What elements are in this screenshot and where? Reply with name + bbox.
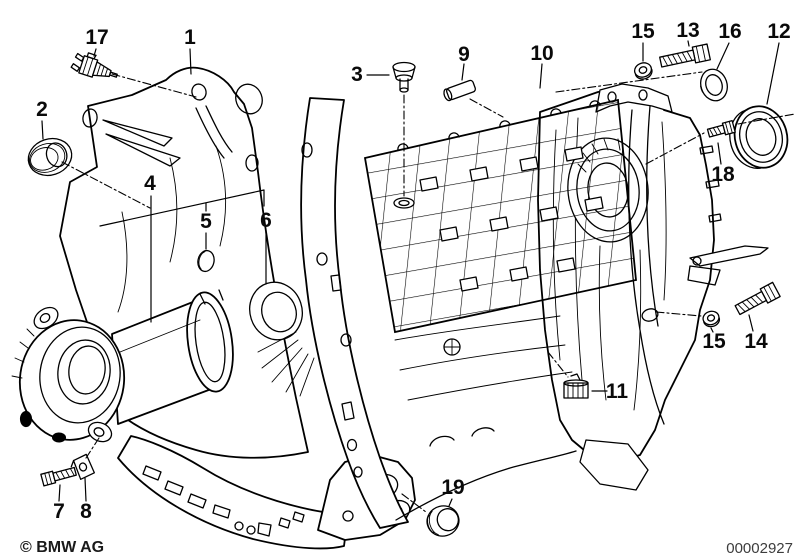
callout-label-9[interactable]: 9 [458, 43, 470, 66]
part-19-screw-plug-round [424, 502, 463, 539]
part-11-screw-plug-drain [564, 374, 588, 398]
bmw-roundel [444, 339, 460, 355]
part-15-washer-top [633, 61, 654, 81]
callout-label-6[interactable]: 6 [260, 209, 272, 232]
cap-boss [394, 198, 414, 208]
callout-label-3[interactable]: 3 [351, 63, 363, 86]
main-housing-front-flange [301, 98, 408, 528]
part-14-hex-bolt [734, 282, 780, 317]
part-18-hex-bolt-short [707, 121, 735, 139]
callout-label-17[interactable]: 17 [85, 26, 108, 49]
part-16-sealing-ring [696, 66, 731, 105]
callout-label-1[interactable]: 1 [184, 26, 196, 49]
callout-label-10[interactable]: 10 [530, 42, 553, 65]
callout-label-2[interactable]: 2 [36, 98, 48, 121]
part-2-screw-plug [24, 133, 77, 181]
part-8-lock-plate [69, 454, 95, 481]
callout-numbers: 1 2 3 4 5 6 7 8 9 10 11 12 13 14 15 15 1… [36, 19, 791, 523]
part-13-hex-bolt [659, 44, 710, 70]
guide-tube-assembly [12, 275, 314, 443]
callout-label-12[interactable]: 12 [767, 20, 790, 43]
callout-label-8[interactable]: 8 [80, 500, 92, 523]
callout-label-13[interactable]: 13 [676, 19, 699, 42]
leader-lines [42, 41, 795, 512]
part-7-hex-bolt [41, 466, 77, 486]
gearbox-housing-ribbed-section [365, 100, 636, 520]
callout-label-14[interactable]: 14 [744, 330, 768, 353]
part-12-shaft-seal-large [723, 100, 794, 175]
part-9-dowel-pin [443, 80, 477, 102]
part-15-washer-bottom [702, 310, 721, 329]
callout-label-5[interactable]: 5 [200, 210, 212, 233]
part-17-switch [70, 49, 121, 84]
callout-label-4[interactable]: 4 [144, 172, 156, 195]
callout-label-16[interactable]: 16 [718, 20, 741, 43]
callout-label-11[interactable]: 11 [606, 380, 629, 403]
callout-label-18[interactable]: 18 [711, 163, 735, 186]
callout-label-19[interactable]: 19 [441, 476, 464, 499]
part-3-sealing-cap [393, 63, 415, 93]
callout-label-15-top[interactable]: 15 [631, 20, 655, 43]
callout-label-7[interactable]: 7 [53, 500, 65, 523]
drawing-number: 00002927 [726, 540, 793, 557]
part-5-cover-cap [196, 249, 216, 273]
callout-label-15-bottom[interactable]: 15 [702, 330, 726, 353]
copyright-notice: © BMW AG [20, 539, 104, 556]
